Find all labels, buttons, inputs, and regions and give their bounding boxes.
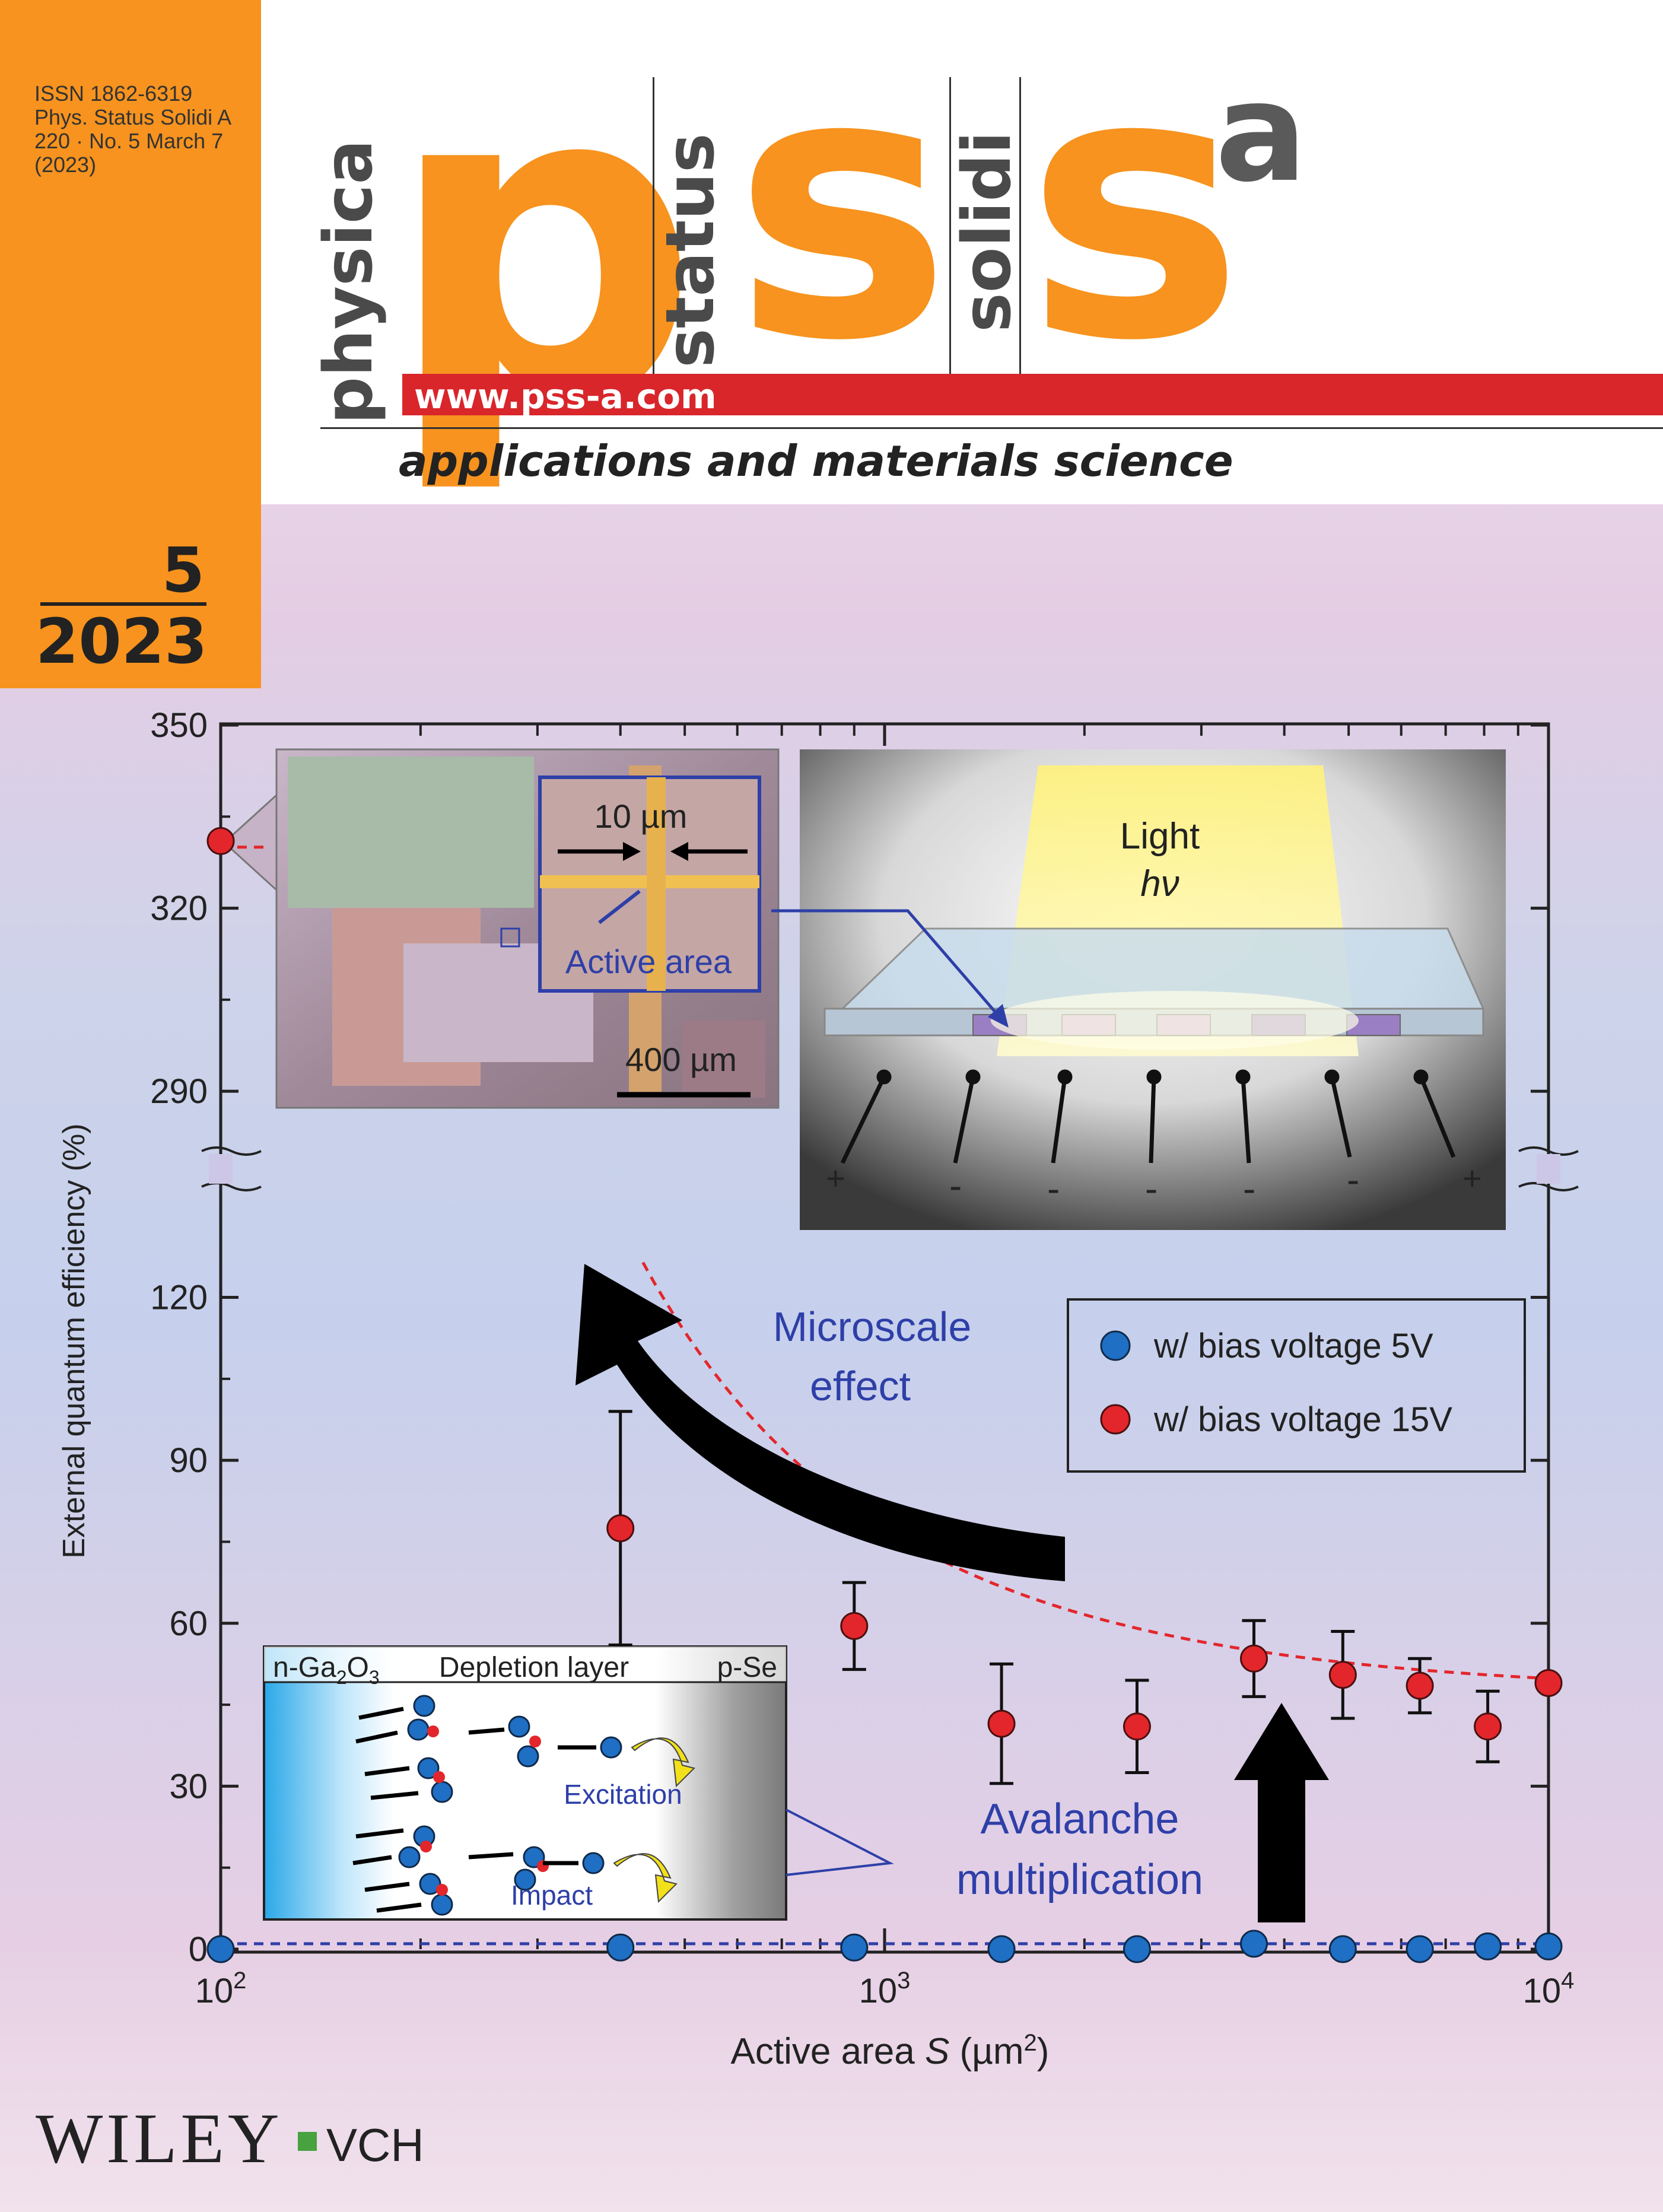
avalanche-arrow — [1234, 1703, 1329, 1922]
letter-a: a — [1215, 54, 1308, 212]
point-15v-7 — [1406, 1671, 1434, 1700]
avalanche-label-2: multiplication — [956, 1856, 1203, 1903]
series-15v-points — [206, 827, 1563, 1741]
plot-frame — [219, 722, 1550, 1954]
n-ga2o3-label: n-Ga2O3 — [273, 1652, 380, 1688]
legend-marker-15v — [1100, 1404, 1131, 1435]
header-rule — [320, 427, 1663, 429]
point-15v-0 — [206, 827, 235, 855]
y-tick-label-7: 350 — [150, 706, 208, 745]
issue-rule — [40, 602, 206, 606]
electrode-sign-7: + — [1462, 1159, 1482, 1197]
y-axis-label: External quantum efficiency (%) — [57, 1123, 91, 1558]
point-5v-2 — [840, 1933, 869, 1962]
issn-line-4: (2023) — [34, 152, 97, 177]
issn-line-3: 220 · No. 5 March 7 — [34, 129, 224, 153]
letter-s2: s — [1025, 0, 1245, 421]
journal-tagline: applications and materials science — [399, 436, 1233, 486]
electrode-sign-3: - — [1047, 1167, 1060, 1210]
electrode-sign-2: - — [949, 1164, 962, 1207]
y-tick-label-1: 30 — [169, 1767, 208, 1806]
point-5v-7 — [1406, 1935, 1434, 1963]
legend-label-15v: w/ bias voltage 15V — [1153, 1400, 1452, 1439]
x-tick-label-0: 102 — [195, 1968, 247, 2010]
point-15v-4 — [1123, 1712, 1151, 1741]
avalanche-label-1: Avalanche — [981, 1795, 1179, 1843]
point-5v-4 — [1123, 1935, 1151, 1963]
letter-s1: s — [733, 0, 952, 421]
microscale-label-2: effect — [810, 1363, 911, 1409]
microscale-label-1: Microscale — [773, 1304, 972, 1350]
publisher-logo: WILEY — [36, 2099, 283, 2178]
point-15v-6 — [1328, 1661, 1357, 1689]
point-15v-8 — [1474, 1712, 1502, 1741]
point-5v-8 — [1474, 1932, 1502, 1960]
point-5v-0 — [206, 1935, 235, 1963]
issn-line-2: Phys. Status Solidi A — [34, 105, 232, 129]
y-tick-label-6: 320 — [150, 889, 208, 928]
point-5v-9 — [1534, 1932, 1563, 1960]
electrode-sign-1: + — [826, 1159, 845, 1197]
word-solidi: solidi — [949, 131, 1026, 332]
x-axis-label: Active area S (µm2) — [731, 2030, 1050, 2072]
point-15v-3 — [987, 1709, 1016, 1738]
point-15v-9 — [1534, 1668, 1563, 1697]
legend-marker-5v — [1100, 1330, 1131, 1361]
axis-break — [201, 1146, 1579, 1191]
word-status: status — [652, 133, 729, 368]
divider-2 — [949, 77, 951, 374]
electrode-sign-5: - — [1243, 1167, 1255, 1210]
point-5v-5 — [1240, 1930, 1268, 1958]
issn-line-1: ISSN 1862-6319 — [34, 81, 193, 106]
depletion-label: Depletion layer — [439, 1652, 629, 1683]
point-5v-3 — [987, 1935, 1016, 1963]
scale-label-large: 400 µm — [625, 1041, 737, 1078]
impact-label: Impact — [511, 1880, 593, 1911]
electrode-sign-4: - — [1145, 1167, 1158, 1210]
y-tick-label-2: 60 — [169, 1604, 208, 1643]
x-tick-label-2: 104 — [1523, 1968, 1575, 2010]
legend: w/ bias voltage 5V w/ bias voltage 15V — [1067, 1298, 1526, 1473]
header-background — [0, 0, 1663, 504]
issue-year: 2023 — [36, 605, 208, 678]
word-physica: physica — [310, 139, 387, 424]
issue-number: 5 — [161, 534, 205, 606]
journal-url[interactable]: www.pss-a.com — [414, 376, 717, 417]
excitation-label: Excitation — [564, 1779, 682, 1810]
publisher-suffix: VCH — [326, 2119, 424, 2171]
divider-3 — [1019, 77, 1021, 374]
series-5v-points — [206, 1930, 1563, 1963]
x-tick-label-1: 103 — [859, 1968, 911, 2010]
legend-label-5v: w/ bias voltage 5V — [1153, 1327, 1433, 1365]
photon-label: hν — [1140, 863, 1179, 904]
point-15v-2 — [840, 1612, 869, 1640]
url-bar — [402, 374, 1663, 415]
callout-wedge — [222, 793, 278, 892]
point-15v-1 — [606, 1514, 635, 1543]
y-axis-ticks: 0 30 60 90 120 290 320 350 — [150, 706, 1548, 1969]
y-tick-label-4: 120 — [150, 1279, 208, 1317]
light-label: Light — [1120, 816, 1200, 857]
active-area-label: Active area — [565, 943, 732, 980]
divider-1 — [653, 77, 654, 374]
y-tick-label-0: 0 — [189, 1930, 208, 1969]
point-15v-5 — [1240, 1644, 1268, 1673]
fit-curve-lower — [641, 1261, 1548, 1680]
efficiency-chart: 0 30 60 90 120 290 320 350 102 103 104 External q… — [57, 706, 1579, 2072]
y-tick-label-3: 90 — [169, 1441, 208, 1480]
publisher-logo-square — [298, 2132, 317, 2151]
device-schematic: Light hν + - - - - - + — [771, 749, 1506, 1230]
point-5v-1 — [606, 1933, 635, 1962]
y-tick-label-5: 290 — [150, 1072, 208, 1111]
micrograph-inset: 10 µm Active area 400 µm — [275, 748, 780, 1109]
depletion-inset: n-Ga2O3 Depletion layer p-Se Excitation … — [263, 1645, 894, 1921]
electrode-sign-6: - — [1347, 1158, 1359, 1201]
orange-side-strip — [0, 0, 261, 688]
microscale-arrow — [575, 1264, 1065, 1581]
p-se-label: p-Se — [717, 1652, 777, 1683]
point-5v-6 — [1328, 1935, 1357, 1963]
scale-label-small: 10 µm — [594, 797, 688, 835]
